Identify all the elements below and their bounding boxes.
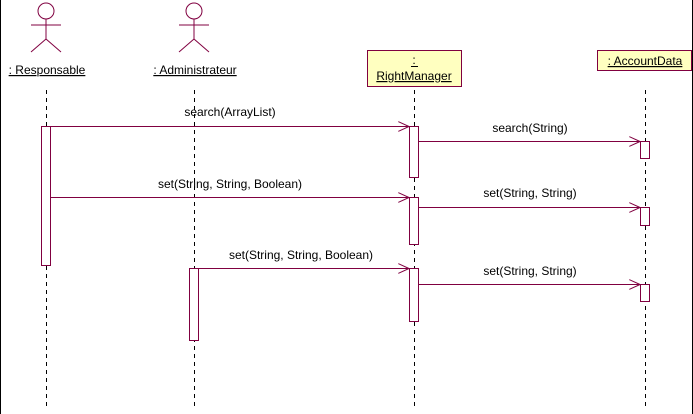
activation-rightmanager-2 bbox=[409, 197, 419, 245]
activation-accountdata-2 bbox=[640, 207, 650, 226]
activation-accountdata-3 bbox=[640, 284, 650, 302]
actor-administrateur[interactable]: : Administrateur bbox=[153, 2, 237, 77]
message-label-4: set(String, String) bbox=[483, 186, 576, 200]
object-rightmanager[interactable]: : RightManager bbox=[367, 50, 462, 87]
activation-rightmanager-1 bbox=[409, 126, 419, 178]
actor-figure-icon bbox=[30, 2, 62, 53]
message-label-3: set(String, String, Boolean) bbox=[158, 177, 302, 191]
participant-label-top-rightmanager: : bbox=[412, 53, 415, 67]
participant-label-administrateur: : Administrateur bbox=[153, 63, 236, 77]
message-label-2: search(String) bbox=[492, 121, 567, 135]
activation-administrateur bbox=[189, 268, 199, 341]
participant-label-accountdata: : AccountData bbox=[608, 54, 683, 68]
object-box-accountdata bbox=[597, 50, 692, 71]
actor-responsable[interactable]: : Responsable bbox=[9, 2, 86, 77]
message-label-5: set(String, String, Boolean) bbox=[229, 248, 373, 262]
message-label-6: set(String, String) bbox=[483, 264, 576, 278]
activation-rightmanager-3 bbox=[409, 268, 419, 322]
participant-label-responsable: : Responsable bbox=[9, 63, 86, 77]
activation-accountdata-1 bbox=[640, 141, 650, 159]
message-label-1: search(ArrayList) bbox=[184, 105, 275, 119]
actor-figure-icon bbox=[178, 2, 210, 53]
participant-label-rightmanager: RightManager bbox=[376, 69, 451, 83]
object-accountdata[interactable]: : AccountData bbox=[597, 50, 692, 71]
object-box-rightmanager bbox=[367, 50, 462, 87]
activation-responsable bbox=[41, 126, 51, 266]
